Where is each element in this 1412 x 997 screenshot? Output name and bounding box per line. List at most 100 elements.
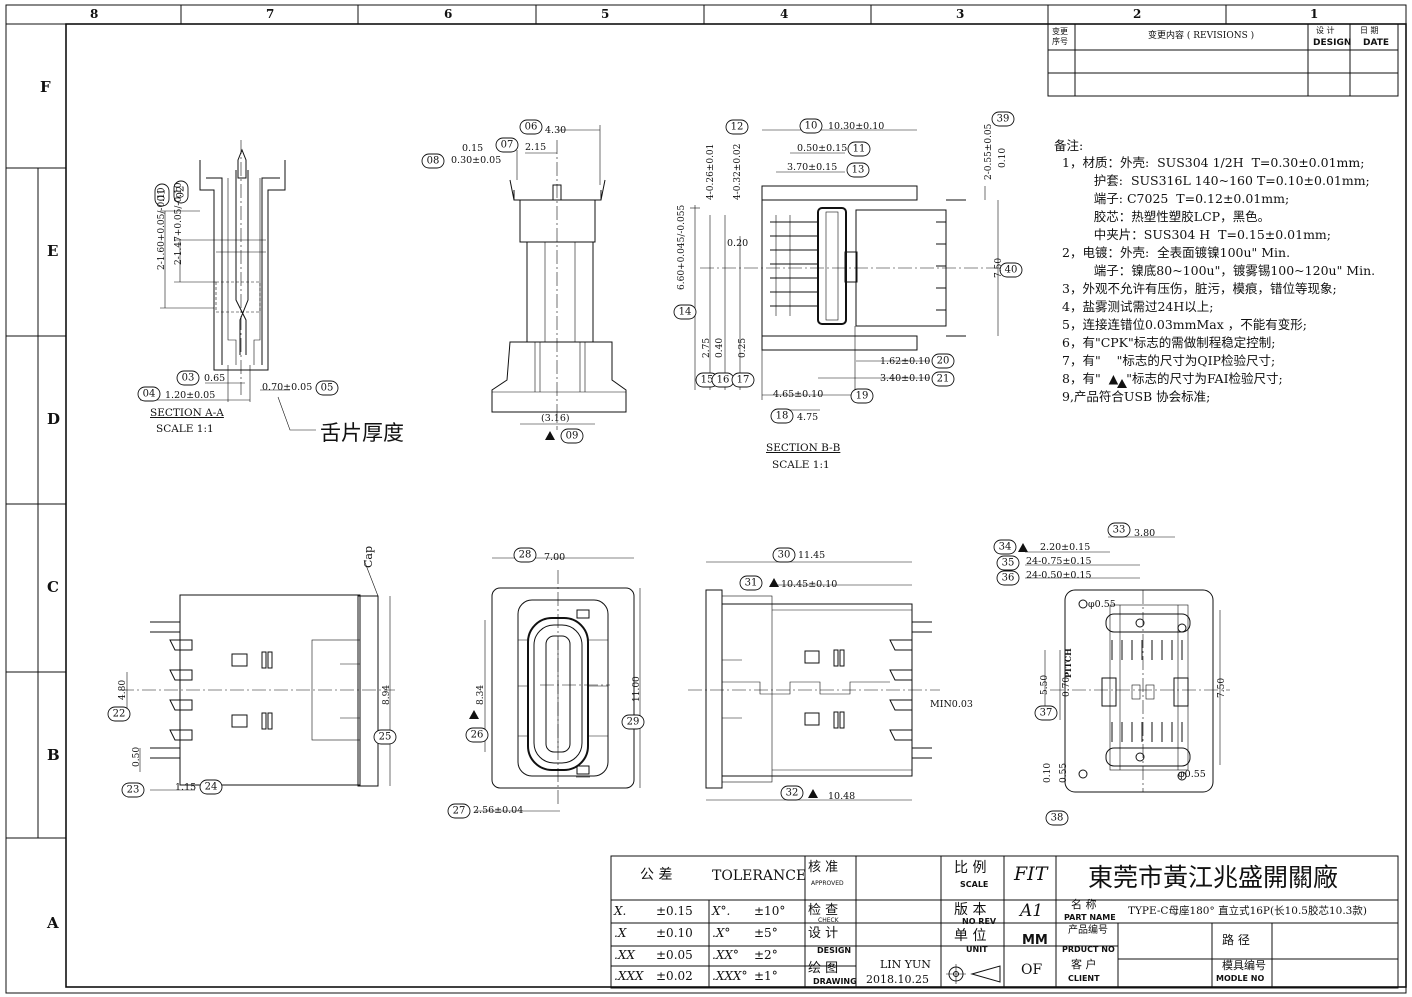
svg-text:12: 12 xyxy=(731,122,744,133)
rev-value: A1 xyxy=(1020,901,1044,921)
tol-row-d: ±5° xyxy=(754,926,778,940)
balloon-10: 10 xyxy=(799,118,823,134)
note-line: 中夹片：SUS304 H T=0.15±0.01mm; xyxy=(1062,227,1331,242)
section-aa-scale: SCALE 1:1 xyxy=(156,423,214,435)
svg-text:13: 13 xyxy=(852,165,865,176)
svg-text:36: 36 xyxy=(1002,573,1015,584)
balloon-36: 36 xyxy=(996,570,1020,586)
note-line: 2，电镀：外壳: 全表面镀镍100u" Min. xyxy=(1062,245,1291,260)
balloon-39: 39 xyxy=(991,111,1015,127)
dim-37: 5.50 xyxy=(1040,674,1050,695)
tol-row-a: X. xyxy=(614,904,627,918)
svg-text:27: 27 xyxy=(453,806,466,817)
balloon-06: 06 xyxy=(519,119,543,135)
front-view xyxy=(475,557,641,812)
svg-text:40: 40 xyxy=(1005,265,1018,276)
svg-text:22: 22 xyxy=(113,709,126,720)
dim-40: 7.50 xyxy=(994,257,1004,278)
balloon-24: 24 xyxy=(199,779,223,795)
zone-col-4: 4 xyxy=(780,7,789,21)
rev-date-en: DATE xyxy=(1363,38,1390,48)
scale-cn: 比 例 xyxy=(954,860,987,876)
title-block xyxy=(610,855,1399,989)
dim-19: 4.65±0.10 xyxy=(773,389,824,400)
balloon-13: 13 xyxy=(846,162,870,178)
svg-text:33: 33 xyxy=(1113,525,1126,536)
dim-10: 10.30±0.10 xyxy=(828,121,885,132)
svg-text:15: 15 xyxy=(701,375,714,386)
section-bb-title-text: SECTION B-B xyxy=(766,442,841,454)
svg-text:25: 25 xyxy=(379,732,392,743)
balloon-07: 07 xyxy=(495,137,519,153)
dim-13: 3.70±0.15 xyxy=(787,162,838,173)
svg-text:35: 35 xyxy=(1002,558,1015,569)
dim-20: 1.62±0.10 xyxy=(880,356,931,367)
rev-seq-header: 变更 序号 xyxy=(1052,27,1068,46)
note-line: 5，连接连错位0.03mmMax ，不能有变形; xyxy=(1062,317,1307,332)
balloon-22: 22 xyxy=(107,706,131,722)
dim-38b: 0.55 xyxy=(1059,762,1069,783)
drawing-cn: 绘 图 xyxy=(808,961,839,976)
tol-row-c: .XXX° xyxy=(712,969,748,983)
tol-row-c: X°. xyxy=(712,904,731,918)
dim-left-2: 4-0.32±0.02 xyxy=(733,143,743,200)
zone-col-2: 2 xyxy=(1133,7,1142,21)
dim-21: 3.40±0.10 xyxy=(880,373,931,384)
svg-text:31: 31 xyxy=(745,578,758,589)
balloon-19: 19 xyxy=(850,388,874,404)
svg-text:30: 30 xyxy=(778,550,791,561)
svg-text:01: 01 xyxy=(157,189,168,202)
dim-left-6: 0.40 xyxy=(715,337,725,358)
balloon-14: 14 xyxy=(673,304,697,320)
svg-text:20: 20 xyxy=(937,356,950,367)
zone-col-8: 8 xyxy=(90,7,99,21)
balloon-29: 29 xyxy=(621,714,645,730)
scale-value: FIT xyxy=(1014,863,1048,885)
fai-markers xyxy=(469,379,1127,798)
section-bb-scale: SCALE 1:1 xyxy=(772,459,830,471)
balloon-01: 01 xyxy=(154,183,170,207)
tol-row-b: ±0.15 xyxy=(656,904,693,918)
approved-cn: 核 准 xyxy=(808,860,839,875)
note-line: 3，外观不允许有压伤，脏污，模痕，错位等现象; xyxy=(1062,281,1337,296)
check-cn: 检 查 xyxy=(808,903,839,918)
dim-34: 2.20±0.15 xyxy=(1040,542,1091,553)
zone-row-c: C xyxy=(47,578,59,596)
check-en: CHECK xyxy=(818,917,839,924)
svg-text:29: 29 xyxy=(627,717,640,728)
tol-row-c: .XX° xyxy=(712,948,739,962)
svg-text:23: 23 xyxy=(127,785,140,796)
balloon-40: 40 xyxy=(999,262,1023,278)
svg-text:07: 07 xyxy=(501,140,514,151)
svg-text:05: 05 xyxy=(321,383,334,394)
balloon-37: 37 xyxy=(1034,705,1058,721)
balloon-17: 17 xyxy=(731,372,755,388)
dim-35: 24-0.75±0.15 xyxy=(1026,556,1092,567)
company-name: 東莞市黃江兆盛開關廠 xyxy=(1088,863,1339,892)
svg-text:16: 16 xyxy=(717,375,730,386)
zone-row-d: D xyxy=(47,410,61,428)
dim-05: 0.70±0.05 xyxy=(262,382,313,393)
svg-text:06: 06 xyxy=(525,122,538,133)
side-view-top xyxy=(491,125,627,430)
balloon-32: 32 xyxy=(780,785,804,801)
tolerance-cn: 公 差 xyxy=(640,867,673,883)
dim-phi: φ0.55 xyxy=(1178,769,1206,780)
note-line: 7，有" "标志的尺寸为QIP检验尺寸; xyxy=(1062,353,1276,368)
dim-22: 4.80 xyxy=(118,679,128,700)
rev-en: NO REV xyxy=(962,917,997,926)
tol-row-d: ±1° xyxy=(754,969,778,983)
dim-18: 4.75 xyxy=(797,412,819,423)
unit-cn: 单 位 xyxy=(954,928,987,944)
dim-39: 2-0.55±0.05 xyxy=(984,123,994,180)
dim-37c: 7.50 xyxy=(1217,677,1227,698)
dim-28: 7.00 xyxy=(544,552,566,563)
section-bb-view xyxy=(690,129,1000,411)
section-aa-view xyxy=(140,140,316,431)
zone-col-6: 6 xyxy=(444,7,453,21)
note-line: 8，有" ▲ "标志的尺寸为FAI检验尺寸; xyxy=(1062,371,1283,386)
top-view xyxy=(688,561,940,801)
balloon-21: 21 xyxy=(931,371,955,387)
balloon-09: 09 xyxy=(560,428,584,444)
